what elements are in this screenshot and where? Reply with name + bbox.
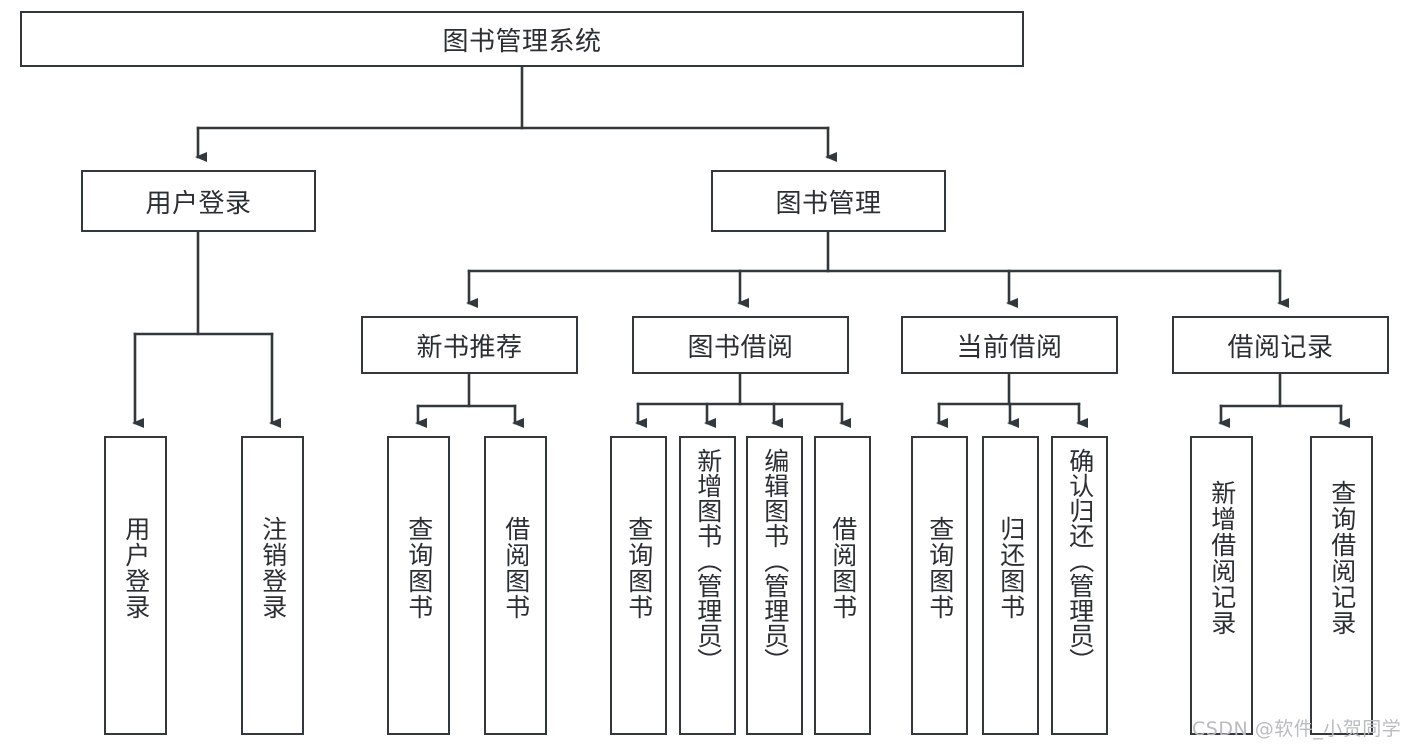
node-leaf-add-book-admin-label: 新增图书（管理员） xyxy=(693,448,723,673)
node-leaf-edit-book-admin-label: 编辑图书（管理员） xyxy=(760,448,790,673)
node-leaf-query-book-recommend-label: 查询图书 xyxy=(404,516,434,620)
node-leaf-user-logout[interactable]: 注销登录 xyxy=(241,436,304,735)
node-leaf-user-logout-label: 注销登录 xyxy=(258,516,288,620)
node-new-book-recommend[interactable]: 新书推荐 xyxy=(361,316,578,374)
node-leaf-add-borrow-record[interactable]: 新增借阅记录 xyxy=(1190,436,1253,735)
node-leaf-query-book-current[interactable]: 查询图书 xyxy=(911,436,968,735)
node-root-label: 图书管理系统 xyxy=(442,26,602,57)
node-leaf-return-book[interactable]: 归还图书 xyxy=(982,436,1039,735)
node-leaf-add-book-admin[interactable]: 新增图书（管理员） xyxy=(679,436,736,735)
node-leaf-query-book-borrow[interactable]: 查询图书 xyxy=(610,436,667,735)
node-borrow-record-label: 借阅记录 xyxy=(1227,332,1334,363)
node-root[interactable]: 图书管理系统 xyxy=(20,11,1024,67)
node-leaf-borrow-book-borrow-label: 借阅图书 xyxy=(828,516,858,620)
node-borrow-record[interactable]: 借阅记录 xyxy=(1172,316,1389,374)
node-leaf-user-login[interactable]: 用户登录 xyxy=(104,436,167,735)
node-new-book-recommend-label: 新书推荐 xyxy=(416,332,523,363)
node-leaf-query-borrow-record-label: 查询借阅记录 xyxy=(1327,480,1357,636)
node-leaf-add-borrow-record-label: 新增借阅记录 xyxy=(1207,480,1237,636)
node-book-borrow[interactable]: 图书借阅 xyxy=(632,316,849,374)
node-leaf-confirm-return-admin-label: 确认归还（管理员） xyxy=(1065,448,1095,673)
node-book-manage[interactable]: 图书管理 xyxy=(711,170,946,232)
node-leaf-edit-book-admin[interactable]: 编辑图书（管理员） xyxy=(746,436,803,735)
node-user-login[interactable]: 用户登录 xyxy=(81,170,316,232)
node-book-borrow-label: 图书借阅 xyxy=(687,332,794,363)
node-leaf-borrow-book-borrow[interactable]: 借阅图书 xyxy=(814,436,871,735)
node-leaf-borrow-book-recommend[interactable]: 借阅图书 xyxy=(484,436,547,735)
node-current-borrow[interactable]: 当前借阅 xyxy=(901,316,1118,374)
node-leaf-query-borrow-record[interactable]: 查询借阅记录 xyxy=(1310,436,1373,735)
node-user-login-label: 用户登录 xyxy=(145,188,252,219)
node-leaf-return-book-label: 归还图书 xyxy=(996,516,1026,620)
node-leaf-user-login-label: 用户登录 xyxy=(121,516,151,620)
node-leaf-query-book-recommend[interactable]: 查询图书 xyxy=(387,436,450,735)
node-leaf-query-book-current-label: 查询图书 xyxy=(925,516,955,620)
node-leaf-borrow-book-recommend-label: 借阅图书 xyxy=(501,516,531,620)
node-book-manage-label: 图书管理 xyxy=(775,188,882,219)
node-current-borrow-label: 当前借阅 xyxy=(956,332,1063,363)
csdn-watermark: CSDN @软件_小贺同学 xyxy=(1192,718,1402,740)
node-leaf-confirm-return-admin[interactable]: 确认归还（管理员） xyxy=(1051,436,1108,735)
node-leaf-query-book-borrow-label: 查询图书 xyxy=(624,516,654,620)
